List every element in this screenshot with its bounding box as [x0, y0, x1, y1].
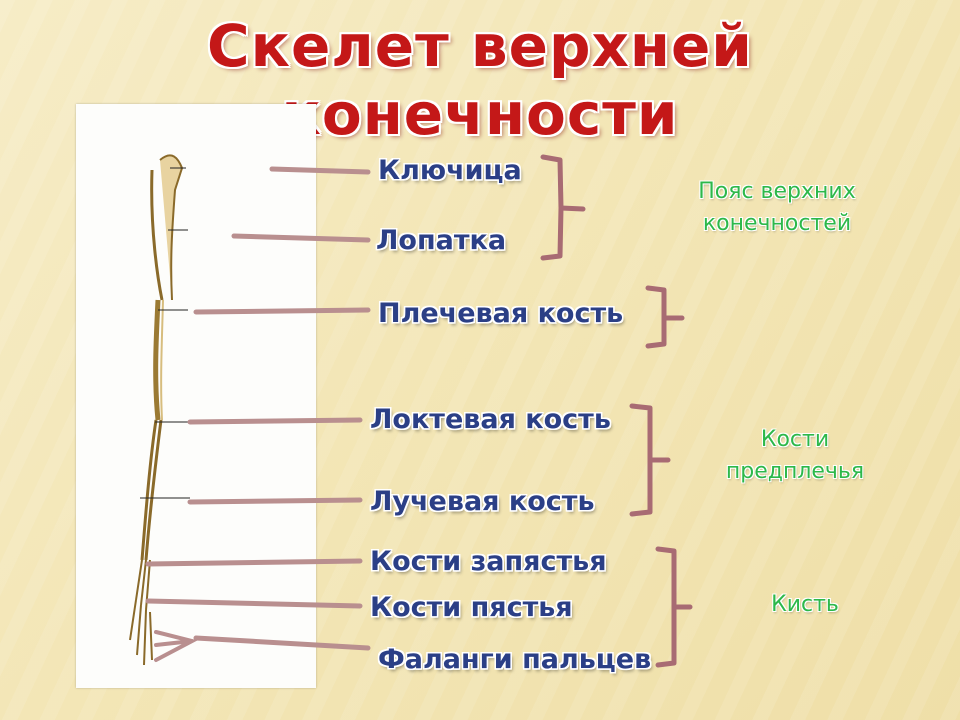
group-label-line: предплечья: [725, 459, 865, 484]
pointer-line-falangi: [193, 635, 371, 651]
pointer-line-zapyastye: [145, 558, 363, 567]
label-klyuchitsa: Ключица: [378, 155, 522, 186]
label-kosti-zapyastya: Кости запястья: [370, 546, 607, 577]
group-poyas-verkhnikh-konechnostey: Пояс верхних конечностей: [672, 176, 882, 240]
slide-title: Скелет верхней конечности: [207, 12, 753, 148]
label-lopatka: Лопатка: [376, 225, 507, 256]
bracket-kist: [655, 546, 693, 668]
label-loktevaya-kost: Локтевая кость: [370, 404, 611, 435]
pointer-arrow-falangi: [154, 630, 198, 662]
group-kist: Кисть: [700, 589, 910, 621]
group-kosti-predplechya: Кости предплечья: [690, 424, 900, 488]
label-plechevaya-kost: Плечевая кость: [378, 298, 624, 329]
label-falangi-paltsev: Фаланги пальцев: [378, 644, 652, 675]
pointer-line-loktevaya: [187, 417, 363, 425]
label-luchevaya-kost: Лучевая кость: [370, 486, 595, 517]
arm-skeleton-image: [76, 104, 316, 688]
bracket-predplechye: [629, 403, 671, 517]
pointer-line-plechevaya: [193, 307, 371, 315]
label-kosti-pyastya: Кости пястья: [370, 592, 573, 623]
bracket-plechevaya: [645, 285, 685, 349]
bracket-poyas: [540, 154, 586, 261]
group-label-line: конечностей: [702, 211, 852, 236]
group-label-line: Кисть: [771, 592, 839, 617]
group-label-line: Кости: [760, 427, 830, 452]
pointer-line-lopatka: [231, 233, 371, 243]
pointer-line-klyuchitsa: [269, 166, 371, 175]
arm-skeleton-illustration: [129, 154, 190, 666]
group-label-line: Пояс верхних: [698, 179, 856, 204]
pointer-line-luchevaya: [187, 497, 363, 505]
pointer-line-pyastye: [145, 598, 363, 609]
